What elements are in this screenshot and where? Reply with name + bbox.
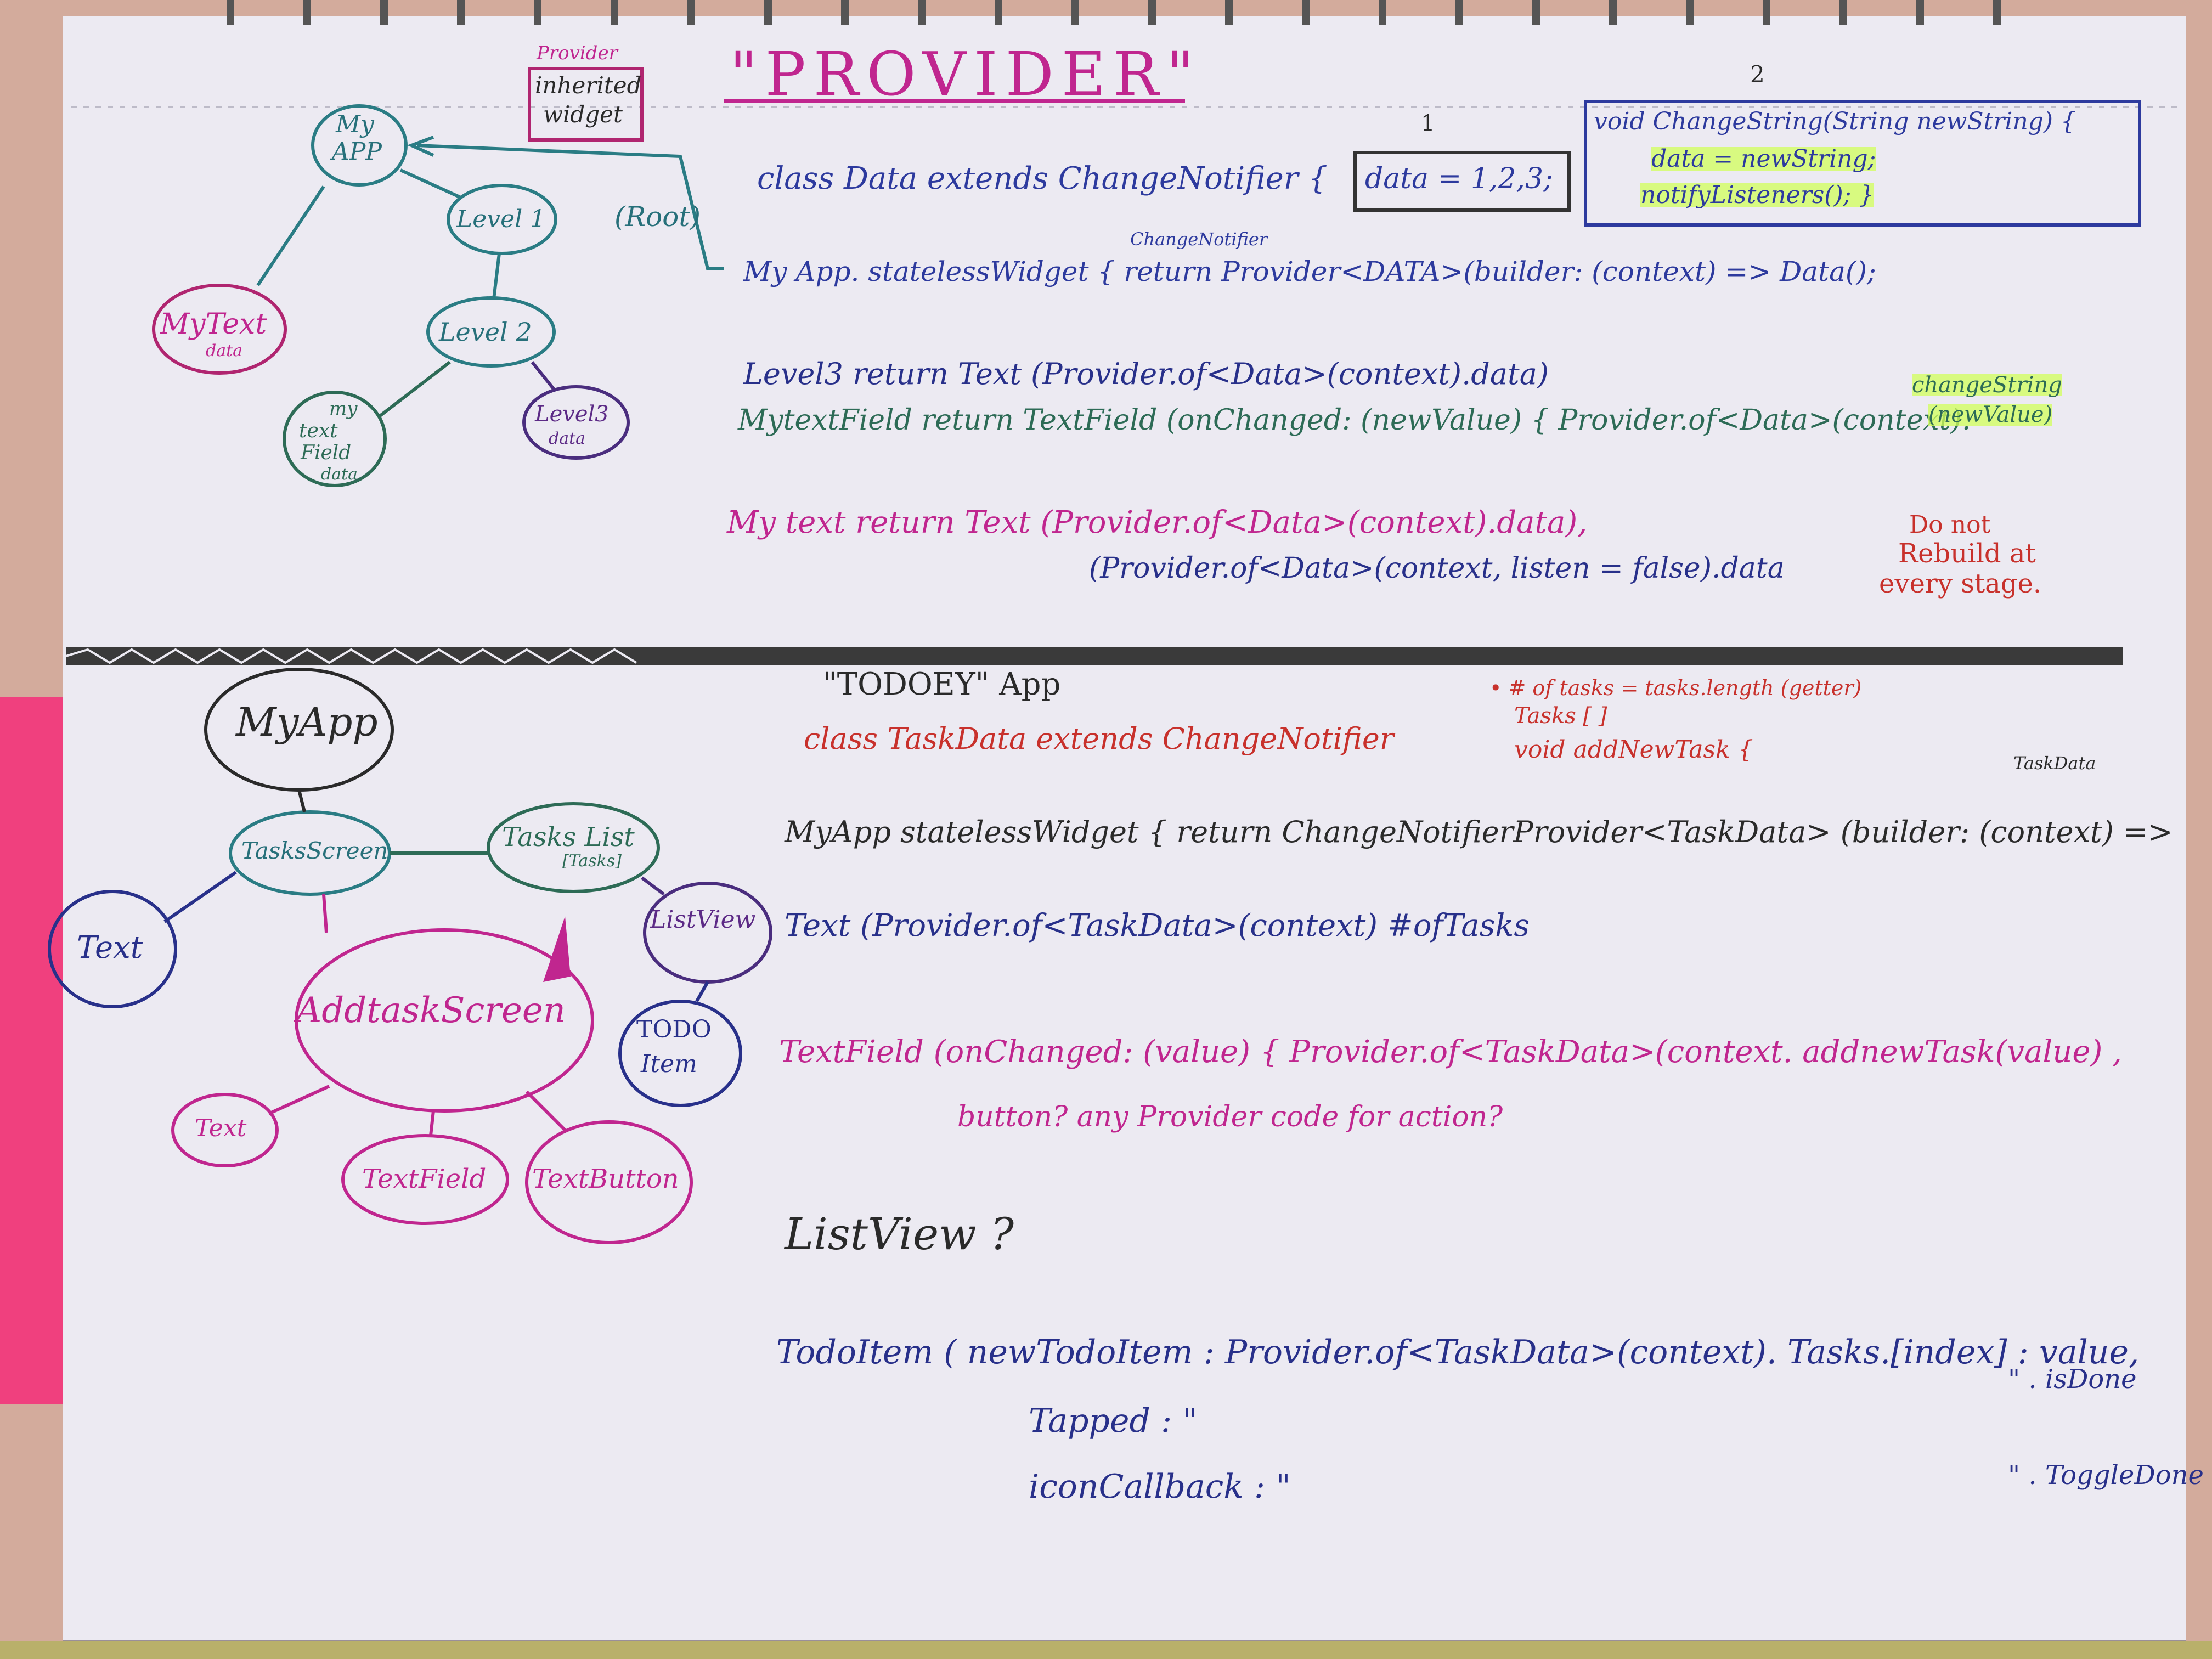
provider-tree bbox=[152, 104, 724, 487]
rebuild-note-line-3: every stage. bbox=[1879, 568, 2042, 599]
provider-myapp-line: My App. statelessWidget { return Provide… bbox=[743, 256, 1876, 287]
todoey-tree-tasks-screen: TasksScreen bbox=[241, 837, 388, 864]
tree-level3-line-2: data bbox=[549, 429, 586, 448]
todoey-todoitem-right-1: " . isDone bbox=[2008, 1364, 2137, 1395]
bottom-strip bbox=[0, 1641, 2212, 1659]
todoey-tree-myapp: MyApp bbox=[236, 699, 378, 745]
my-text-field-node bbox=[283, 391, 387, 487]
level1-node bbox=[447, 184, 557, 255]
magenta-arrow bbox=[543, 916, 571, 982]
todoey-listview-line: ListView ? bbox=[785, 1209, 1014, 1260]
text-field-node bbox=[341, 1134, 509, 1225]
text-bottom-node bbox=[171, 1093, 279, 1167]
provider-class-line: class Data extends ChangeNotifier { bbox=[757, 161, 1328, 196]
todoey-myapp-line: MyApp statelessWidget { return ChangeNot… bbox=[785, 815, 2173, 849]
todoey-tree bbox=[48, 668, 772, 1244]
my-app-node bbox=[311, 104, 408, 187]
todoey-class-note-1: • # of tasks = tasks.length (getter) bbox=[1489, 676, 1862, 700]
data-box bbox=[1353, 151, 1571, 212]
todoey-button-note: button? any Provider code for action? bbox=[957, 1101, 1503, 1133]
todoey-todoitem-line-1: TodoItem ( newTodoItem : Provider.of<Tas… bbox=[776, 1333, 2140, 1372]
todoey-class-line: class TaskData extends ChangeNotifier bbox=[804, 721, 1394, 756]
todo-item-node bbox=[618, 1000, 742, 1107]
add-task-screen-node bbox=[295, 928, 594, 1113]
tree-root-label: (Root) bbox=[614, 201, 701, 233]
provider-mytext-line-2: (Provider.of<Data>(context, listen = fal… bbox=[1089, 552, 1785, 585]
todoey-todoitem-line-2: Tapped : " bbox=[1029, 1402, 1198, 1440]
todoey-todoitem-line-3: iconCallback : " bbox=[1029, 1468, 1291, 1506]
tree-mytextfield-line-1: my bbox=[329, 398, 358, 420]
todoey-title: "TODOEY" App bbox=[823, 667, 1061, 702]
change-notifier-note: ChangeNotifier bbox=[1130, 229, 1268, 250]
todoey-todoitem-right-2: " . ToggleDone bbox=[2008, 1460, 2204, 1491]
todoey-tree-add-task-screen: AddtaskScreen bbox=[296, 990, 566, 1031]
section-divider bbox=[66, 647, 2123, 665]
todoey-tree-tasks-list-sub: [Tasks] bbox=[562, 851, 622, 871]
rebuild-note-line-1: Do not bbox=[1909, 511, 1991, 539]
inherited-widget-box bbox=[528, 67, 644, 142]
tree-myapp-line-1: My bbox=[336, 110, 374, 138]
tree-mytextfield-line-3: Field bbox=[301, 442, 352, 464]
tree-mytext-line-1: MyText bbox=[160, 308, 267, 341]
rebuild-note-line-2: Rebuild at bbox=[1898, 538, 2036, 569]
todoey-text-line: Text (Provider.of<TaskData>(context) #of… bbox=[785, 908, 1530, 944]
tree-level3-line-1: Level3 bbox=[535, 402, 609, 427]
provider-mytext-line-1: My text return Text (Provider.of<Data>(c… bbox=[727, 505, 1588, 540]
level3-node bbox=[522, 385, 630, 460]
provider-data-box: data = 1,2,3; bbox=[1365, 162, 1553, 195]
pink-sticky-note bbox=[0, 697, 66, 1404]
title-underline bbox=[724, 99, 1185, 103]
tree-myapp-line-2: APP bbox=[332, 138, 382, 166]
sticky-label-line-2: inherited bbox=[535, 72, 642, 99]
todoey-tree-text-bottom: Text bbox=[195, 1114, 247, 1142]
change-string-note-line-1: changeString bbox=[1912, 373, 2062, 398]
level2-node bbox=[426, 296, 556, 368]
todoey-textfield-line: TextField (onChanged: (value) { Provider… bbox=[779, 1034, 2122, 1070]
tree-mytextfield-line-4: data bbox=[321, 465, 358, 484]
todoey-tree-tasks-list: Tasks List bbox=[502, 822, 635, 853]
text-left-node bbox=[48, 890, 177, 1008]
method-box bbox=[1584, 100, 2141, 227]
spiral-rings bbox=[227, 0, 2001, 25]
page-title: "PROVIDER" bbox=[730, 39, 1202, 109]
tree-level2: Level 2 bbox=[439, 317, 532, 347]
tasks-list-node bbox=[487, 802, 660, 893]
sticky-label-line-1: Provider bbox=[537, 42, 618, 64]
tree-level1: Level 1 bbox=[456, 205, 546, 233]
provider-mytextfield-line: MytextField return TextField (onChanged:… bbox=[738, 404, 1971, 437]
todoey-tree-todo-item-line-2: Item bbox=[641, 1050, 697, 1078]
marker-1: 1 bbox=[1421, 111, 1435, 136]
method-box-line-3: notifyListeners(); } bbox=[1640, 181, 1875, 209]
todoey-tree-text-left: Text bbox=[77, 930, 143, 966]
todoey-tree-list-view: ListView bbox=[650, 906, 756, 934]
todoey-tree-todo-item-line-1: TODO bbox=[636, 1015, 712, 1043]
tree-mytext-line-2: data bbox=[206, 341, 243, 360]
todoey-class-note-3: void addNewTask { bbox=[1514, 736, 1753, 764]
text-button-node bbox=[525, 1120, 693, 1244]
method-box-line-1: void ChangeString(String newString) { bbox=[1594, 108, 2076, 136]
marker-2: 2 bbox=[1750, 61, 1765, 88]
notebook-paper bbox=[63, 16, 2186, 1659]
todoey-tree-text-button: TextButton bbox=[532, 1164, 679, 1194]
sticky-label-line-3: widget bbox=[543, 101, 623, 128]
todoey-class-note-2: Tasks [ ] bbox=[1514, 703, 1607, 729]
provider-level3-line: Level3 return Text (Provider.of<Data>(co… bbox=[743, 357, 1549, 391]
tree-mytextfield-line-2: text bbox=[299, 420, 338, 442]
todoey-taskdata-note: TaskData bbox=[2013, 753, 2096, 774]
todoey-tree-text-field: TextField bbox=[362, 1164, 487, 1194]
my-text-node bbox=[152, 284, 287, 375]
method-box-line-2: data = newString; bbox=[1651, 145, 1876, 173]
divider-zigzag bbox=[65, 648, 637, 664]
change-string-note-line-2: (newValue) bbox=[1928, 402, 2053, 427]
